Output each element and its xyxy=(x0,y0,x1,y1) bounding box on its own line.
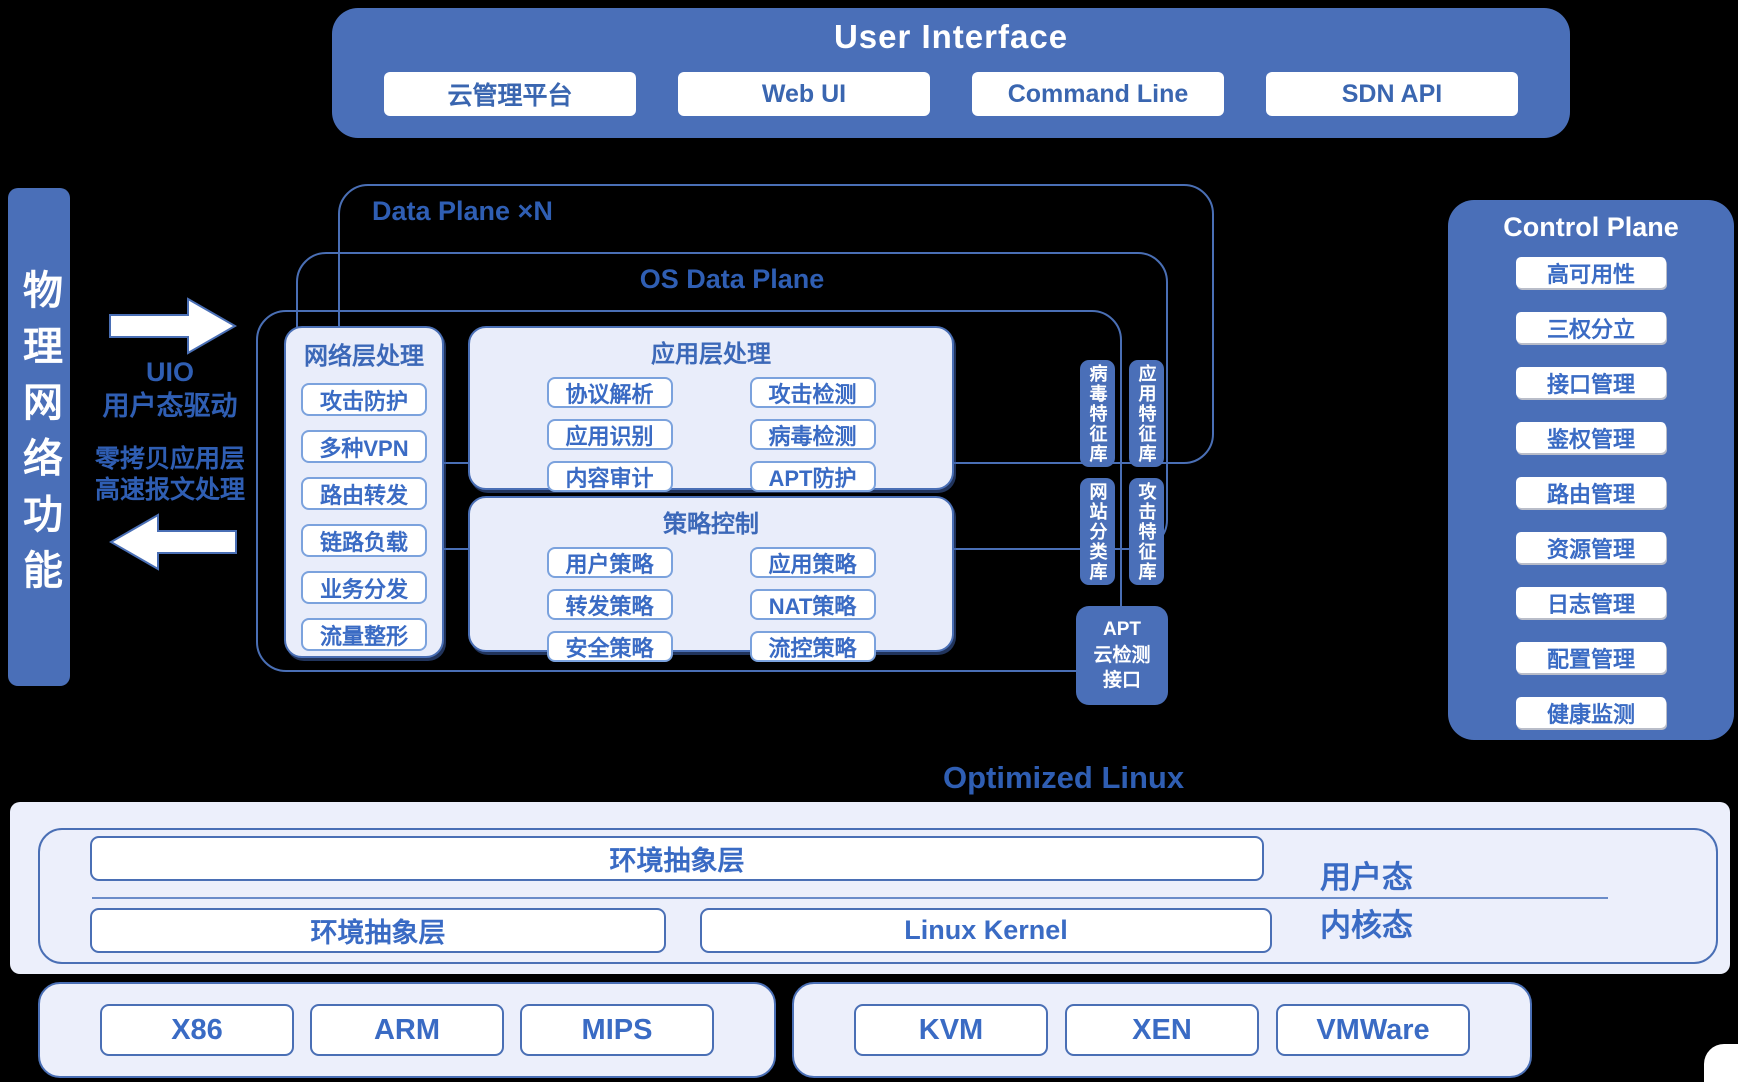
uio-line2: 用户态驱动 xyxy=(102,390,238,421)
virt-item-xen: XEN xyxy=(1065,1004,1259,1056)
network-layer-title: 网络层处理 xyxy=(304,343,424,370)
user-kernel-divider xyxy=(92,897,1608,899)
user-interface-title: User Interface xyxy=(833,18,1069,55)
cpu-item-x86: X86 xyxy=(100,1004,294,1056)
control-plane-item: 配置管理 xyxy=(1516,642,1666,673)
policy-control-item: 转发策略 xyxy=(546,589,673,620)
virt-item-vmware: VMWare xyxy=(1276,1004,1470,1056)
app-layer-item: 协议解析 xyxy=(546,377,673,408)
app-layer-items: 协议解析 攻击检测 应用识别 病毒检测 内容审计 APT防护 xyxy=(470,377,952,492)
user-mode-label: 用户态 xyxy=(1320,860,1413,895)
control-plane-item: 鉴权管理 xyxy=(1516,422,1666,453)
network-layer-item: 攻击防护 xyxy=(301,383,427,416)
virt-item-kvm: KVM xyxy=(854,1004,1048,1056)
app-layer-panel: 应用层处理 协议解析 攻击检测 应用识别 病毒检测 内容审计 APT防护 xyxy=(468,326,954,492)
policy-control-items: 用户策略 应用策略 转发策略 NAT策略 安全策略 流控策略 xyxy=(470,547,952,662)
control-plane-panel: Control Plane 高可用性 三权分立 接口管理 鉴权管理 路由管理 资… xyxy=(1448,200,1734,740)
policy-control-title: 策略控制 xyxy=(663,511,759,538)
cpu-hardware-container: X86 ARM MIPS xyxy=(38,982,776,1078)
virus-signature-lib-label: 病毒特征库 xyxy=(1087,363,1108,464)
hal-top-box: 环境抽象层 xyxy=(90,836,1264,881)
website-category-lib-label: 网站分类库 xyxy=(1087,481,1108,582)
app-layer-item: 内容审计 xyxy=(546,461,673,492)
apt-line3: 接口 xyxy=(1102,670,1141,692)
network-layer-item: 业务分发 xyxy=(301,571,427,604)
control-plane-item: 路由管理 xyxy=(1516,477,1666,508)
uio-line1: UIO xyxy=(145,357,194,387)
network-layer-items: 攻击防护 多种VPN 路由转发 链路负载 业务分发 流量整形 xyxy=(286,383,442,651)
physical-network-label: 物理网络功能 xyxy=(17,269,61,605)
apt-line2: 云检测 xyxy=(1093,644,1151,666)
apt-line1: APT xyxy=(1103,619,1141,641)
control-plane-title: Control Plane xyxy=(1503,212,1679,242)
app-signature-lib: 应用特征库 xyxy=(1129,360,1164,467)
network-layer-item: 流量整形 xyxy=(301,618,427,651)
app-layer-item: 病毒检测 xyxy=(749,419,876,450)
policy-control-panel: 策略控制 用户策略 应用策略 转发策略 NAT策略 安全策略 流控策略 xyxy=(468,496,954,662)
cpu-item-arm: ARM xyxy=(310,1004,504,1056)
linux-inner-container xyxy=(38,828,1718,964)
app-layer-item: 应用识别 xyxy=(546,419,673,450)
network-layer-item: 链路负载 xyxy=(301,524,427,557)
optimized-linux-panel: 环境抽象层 用户态 内核态 环境抽象层 Linux Kernel xyxy=(10,802,1730,974)
apt-cloud-detection-box: APT 云检测 接口 xyxy=(1076,606,1168,705)
policy-control-item: 用户策略 xyxy=(546,547,673,578)
control-plane-item: 日志管理 xyxy=(1516,587,1666,618)
virtualization-container: KVM XEN VMWare xyxy=(792,982,1532,1078)
kernel-mode-label: 内核态 xyxy=(1320,908,1413,943)
cpu-item-mips: MIPS xyxy=(520,1004,714,1056)
attack-signature-lib-label: 攻击特征库 xyxy=(1136,481,1157,582)
corner-decoration xyxy=(1704,1044,1738,1082)
inner-plane-box xyxy=(256,310,1122,672)
control-plane-item: 资源管理 xyxy=(1516,532,1666,563)
ui-item-command-line: Command Line xyxy=(972,72,1224,116)
control-plane-item: 三权分立 xyxy=(1516,312,1666,343)
physical-network-bar: 物理网络功能 xyxy=(8,188,70,686)
website-category-lib: 网站分类库 xyxy=(1080,478,1115,585)
zero-copy-flow-label: 零拷贝应用层 高速报文处理 xyxy=(62,444,278,507)
user-interface-banner: User Interface 云管理平台 Web UI Command Line… xyxy=(332,8,1570,138)
policy-control-item: 安全策略 xyxy=(546,631,673,662)
uio-flow-label: UIO 用户态驱动 xyxy=(75,356,265,424)
policy-control-item: NAT策略 xyxy=(749,589,876,620)
linux-kernel-box: Linux Kernel xyxy=(700,908,1272,953)
control-plane-items: 高可用性 三权分立 接口管理 鉴权管理 路由管理 资源管理 日志管理 配置管理 … xyxy=(1448,257,1734,728)
ui-item-sdn-api: SDN API xyxy=(1266,72,1518,116)
os-data-plane-label: OS Data Plane xyxy=(639,264,825,294)
policy-control-item: 应用策略 xyxy=(749,547,876,578)
zero-copy-left-arrow-icon xyxy=(108,513,237,571)
ui-item-web-ui: Web UI xyxy=(678,72,930,116)
app-layer-item: APT防护 xyxy=(749,461,876,492)
zero-copy-line1: 零拷贝应用层 xyxy=(94,445,245,473)
ui-item-cloud-platform: 云管理平台 xyxy=(384,72,636,116)
control-plane-item: 接口管理 xyxy=(1516,367,1666,398)
network-layer-panel: 网络层处理 攻击防护 多种VPN 路由转发 链路负载 业务分发 流量整形 xyxy=(284,326,444,658)
control-plane-item: 高可用性 xyxy=(1516,257,1666,288)
uio-right-arrow-icon xyxy=(109,297,238,355)
data-plane-label: Data Plane ×N xyxy=(372,196,553,226)
network-layer-item: 路由转发 xyxy=(301,477,427,510)
network-layer-item: 多种VPN xyxy=(301,430,427,463)
app-signature-lib-label: 应用特征库 xyxy=(1136,363,1157,464)
app-layer-title: 应用层处理 xyxy=(651,341,771,368)
control-plane-item: 健康监测 xyxy=(1516,697,1666,728)
zero-copy-line2: 高速报文处理 xyxy=(94,476,245,505)
hal-bottom-box: 环境抽象层 xyxy=(90,908,666,953)
user-interface-items: 云管理平台 Web UI Command Line SDN API xyxy=(384,72,1518,116)
optimized-linux-title: Optimized Linux xyxy=(943,760,1185,795)
virus-signature-lib: 病毒特征库 xyxy=(1080,360,1115,467)
attack-signature-lib: 攻击特征库 xyxy=(1129,478,1164,585)
app-layer-item: 攻击检测 xyxy=(749,377,876,408)
policy-control-item: 流控策略 xyxy=(749,631,876,662)
